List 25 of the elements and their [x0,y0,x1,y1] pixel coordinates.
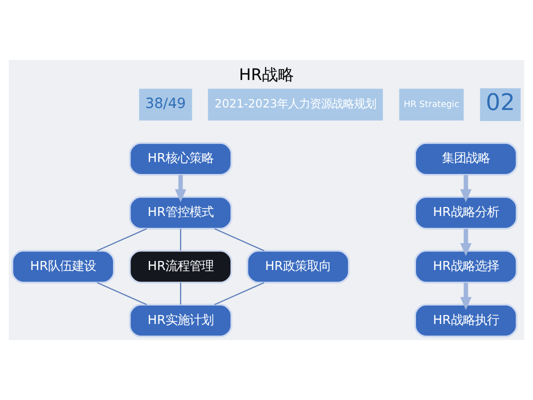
node-box: HR政策取向 [246,250,350,284]
node-box: HR战略执行 [414,304,518,338]
node-box: HR实施计划 [128,304,232,338]
connector [180,282,182,304]
arrow [460,282,472,310]
connector [96,282,147,306]
label: 38/49 [145,96,186,112]
arrow [174,174,186,202]
diagram-title: HR战略 [239,64,294,84]
arrow [460,228,472,256]
node-box: HR核心策略 [128,142,232,176]
label: 2021-2023年人力资源战略规划 [214,96,376,111]
connector [96,228,147,252]
node-box: HR队伍建设 [11,250,115,284]
label: HR Strategic [404,100,460,110]
node-box: HR战略分析 [414,196,518,230]
node-box: HR管控模式 [128,196,232,230]
connector [214,228,264,252]
node-box: HR流程管理 [128,250,232,284]
arrow [460,174,472,202]
connector [214,282,264,306]
node-box: HR战略选择 [414,250,518,284]
node-box: 集团战略 [414,142,518,176]
label: 02 [486,90,515,116]
connector [180,228,182,251]
